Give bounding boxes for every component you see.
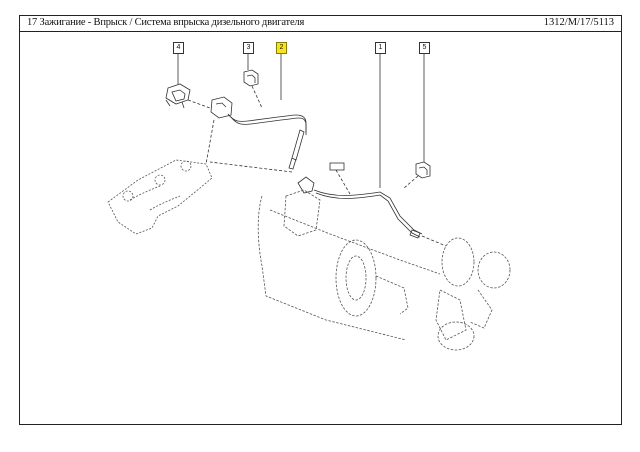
callout-1[interactable]: 1 — [375, 42, 386, 54]
part-5-clip — [415, 161, 431, 179]
assembly-lines — [187, 85, 447, 247]
exhaust-manifold — [107, 159, 213, 235]
drawing-frame: 17 Зажигание - Впрыск / Система впрыска … — [19, 15, 622, 425]
part-1-harness — [297, 176, 423, 239]
callout-2-highlighted[interactable]: 2 — [276, 42, 287, 54]
callout-5[interactable]: 5 — [419, 42, 430, 54]
leader-lines — [177, 52, 425, 188]
engine-body — [257, 189, 441, 341]
connector-box — [329, 162, 345, 171]
part-4-connector — [165, 83, 191, 109]
part-3-clip — [243, 69, 259, 87]
callout-4[interactable]: 4 — [173, 42, 184, 54]
header-bar: 17 Зажигание - Впрыск / Система впрыска … — [20, 16, 621, 32]
turbocharger — [435, 237, 511, 351]
part-2-oxygen-sensor — [210, 96, 307, 170]
reference-code: 1312/M/17/5113 — [543, 17, 614, 28]
callout-3[interactable]: 3 — [243, 42, 254, 54]
page-title: 17 Зажигание - Впрыск / Система впрыска … — [27, 17, 305, 28]
